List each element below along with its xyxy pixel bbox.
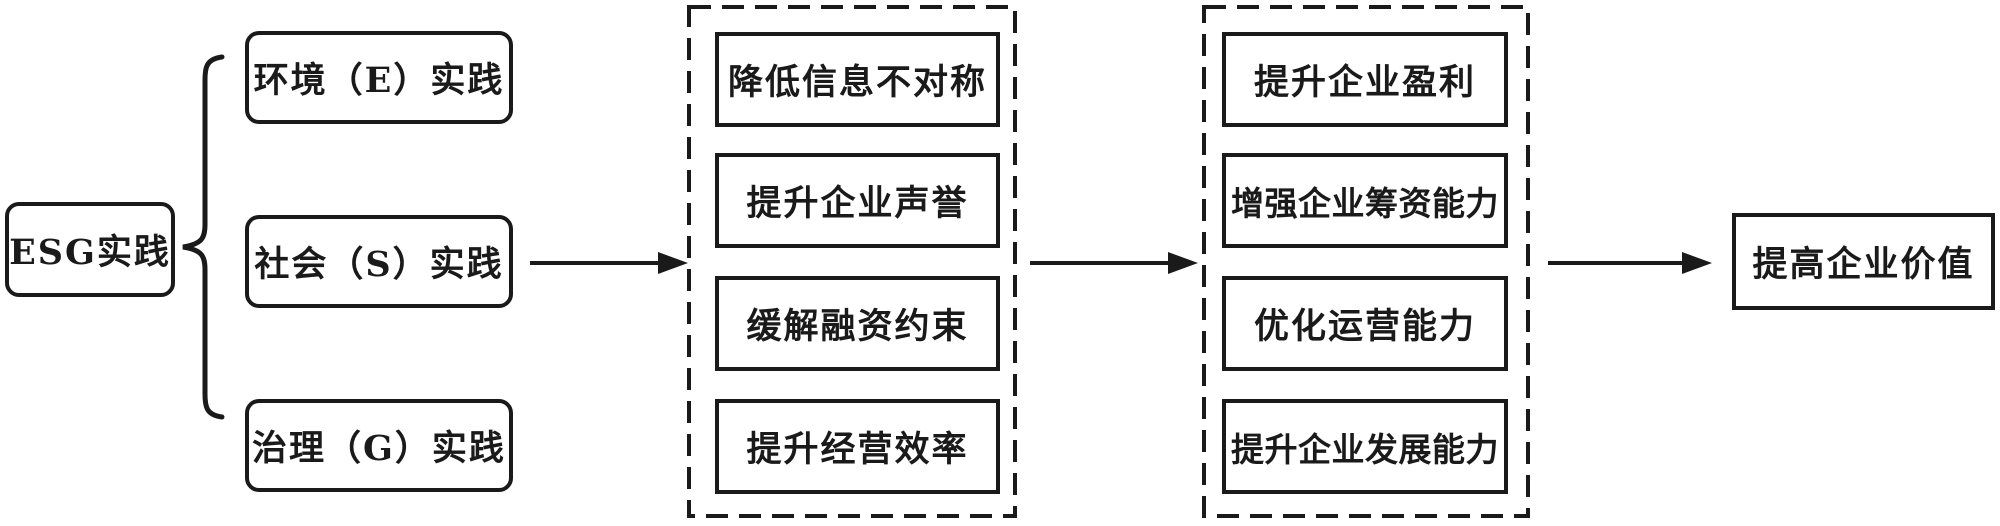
arrow-practices-to-mechanisms — [530, 252, 688, 274]
node-environment-practice: 环境（E）实践 — [245, 31, 513, 124]
node-improve-development-capacity: 提升企业发展能力 — [1222, 399, 1508, 494]
node-improve-corporate-reputation: 提升企业声誉 — [715, 153, 1000, 248]
mechanism-group-border — [687, 5, 1017, 518]
arrow-mechanisms-to-capabilities — [1030, 252, 1198, 274]
node-increase-corporate-value: 提高企业价值 — [1732, 213, 1995, 310]
node-enhance-fundraising-capacity: 增强企业筹资能力 — [1222, 153, 1508, 248]
node-improve-operating-efficiency: 提升经营效率 — [715, 399, 1000, 494]
node-social-practice: 社会（S）实践 — [245, 215, 513, 308]
node-optimize-operation-capacity: 优化运营能力 — [1222, 276, 1508, 371]
brace-connector — [182, 54, 225, 420]
node-governance-practice: 治理（G）实践 — [245, 399, 513, 492]
node-increase-corporate-profit: 提升企业盈利 — [1222, 32, 1508, 127]
capability-group-border — [1202, 5, 1530, 518]
node-esg-practice: ESG实践 — [5, 202, 175, 297]
node-reduce-information-asymmetry: 降低信息不对称 — [715, 32, 1000, 127]
arrow-capabilities-to-outcome — [1548, 252, 1712, 274]
node-ease-financing-constraints: 缓解融资约束 — [715, 276, 1000, 371]
